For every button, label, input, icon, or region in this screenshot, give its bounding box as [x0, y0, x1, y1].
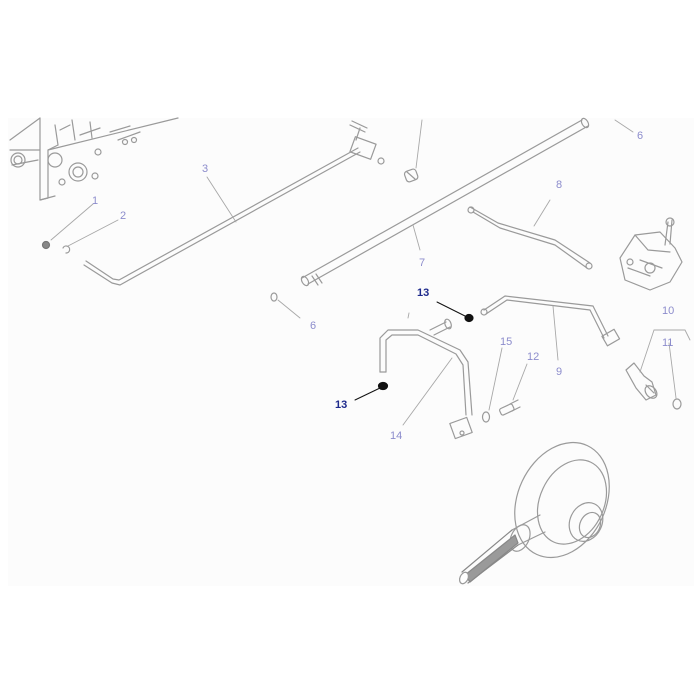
callout-13-lower: 13	[335, 399, 348, 411]
part-12-bolt	[499, 399, 521, 416]
part-14-bracket	[379, 318, 473, 440]
leader-lines	[50, 119, 691, 426]
callout-9: 9	[556, 366, 563, 378]
part-7-tube	[300, 117, 590, 287]
part-11-oring	[672, 398, 682, 410]
part-8-pipe	[467, 206, 593, 270]
part-10-elbow	[625, 362, 658, 401]
part-15-washer	[481, 411, 491, 423]
callout-1: 1	[92, 195, 99, 207]
callout-11: 11	[662, 337, 674, 349]
callout-6-center: 6	[310, 320, 317, 332]
part-13-highlight	[354, 301, 474, 401]
callout-2: 2	[120, 210, 127, 222]
valve-block-drawing	[9, 117, 179, 201]
callout-15: 15	[500, 336, 513, 348]
callout-12: 12	[527, 351, 540, 363]
part-1-plug	[41, 240, 51, 250]
callout-6-top: 6	[637, 130, 644, 142]
drive-shaft-assembly	[458, 441, 610, 585]
callout-10: 10	[662, 305, 675, 317]
sleeve-part	[403, 168, 419, 183]
callout-3: 3	[202, 163, 209, 175]
callout-7: 7	[419, 257, 426, 269]
callout-13-upper: 13	[417, 287, 430, 299]
callout-8: 8	[556, 179, 563, 191]
part-3-pipe	[83, 120, 385, 286]
part-9-pipe	[480, 295, 621, 347]
part-2-clip	[62, 245, 71, 254]
callout-14: 14	[390, 430, 403, 442]
diagram-background	[8, 118, 694, 586]
actuator-housing	[619, 217, 683, 291]
part-6-seal	[270, 292, 278, 302]
